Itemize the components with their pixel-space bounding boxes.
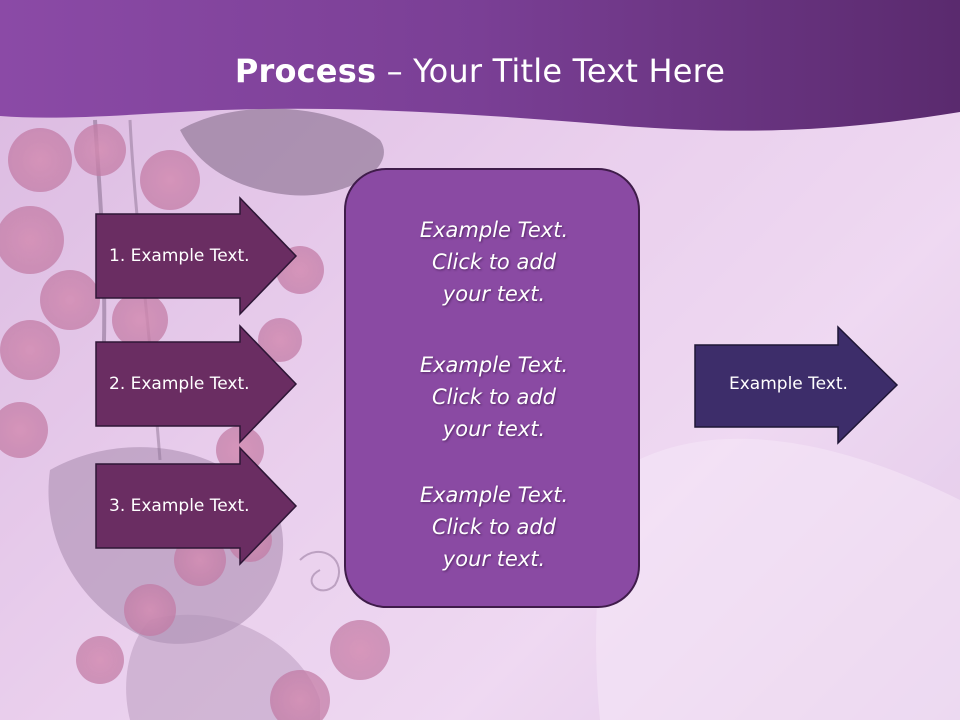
center-text-line: Example Text. (419, 353, 569, 377)
left-arrow-2[interactable] (95, 324, 298, 444)
right-arrow[interactable] (694, 325, 899, 445)
center-content-box[interactable]: Example Text. Click to add your text. Ex… (344, 168, 640, 608)
center-text-line: Click to add (431, 385, 556, 409)
center-text-line: your text. (442, 547, 546, 571)
center-text-block-3[interactable]: Example Text. Click to add your text. (346, 479, 642, 575)
left-arrow-3-label: 3. Example Text. (109, 496, 250, 516)
left-arrow-2-label: 2. Example Text. (109, 374, 250, 394)
title-bold: Process (234, 52, 377, 90)
left-arrow-1[interactable] (95, 196, 298, 316)
center-text-line: your text. (442, 417, 546, 441)
slide-title: Process – Your Title Text Here (0, 52, 960, 90)
title-rest: – Your Title Text Here (376, 52, 726, 90)
center-text-line: your text. (442, 282, 546, 306)
center-text-line: Click to add (431, 250, 556, 274)
center-text-block-2[interactable]: Example Text. Click to add your text. (346, 349, 642, 445)
left-arrow-3[interactable] (95, 446, 298, 566)
center-text-line: Example Text. (419, 218, 569, 242)
center-text-line: Example Text. (419, 483, 569, 507)
center-text-line: Click to add (431, 515, 556, 539)
left-arrow-1-label: 1. Example Text. (109, 246, 250, 266)
center-text-block-1[interactable]: Example Text. Click to add your text. (346, 214, 642, 310)
right-arrow-label: Example Text. (729, 374, 848, 394)
